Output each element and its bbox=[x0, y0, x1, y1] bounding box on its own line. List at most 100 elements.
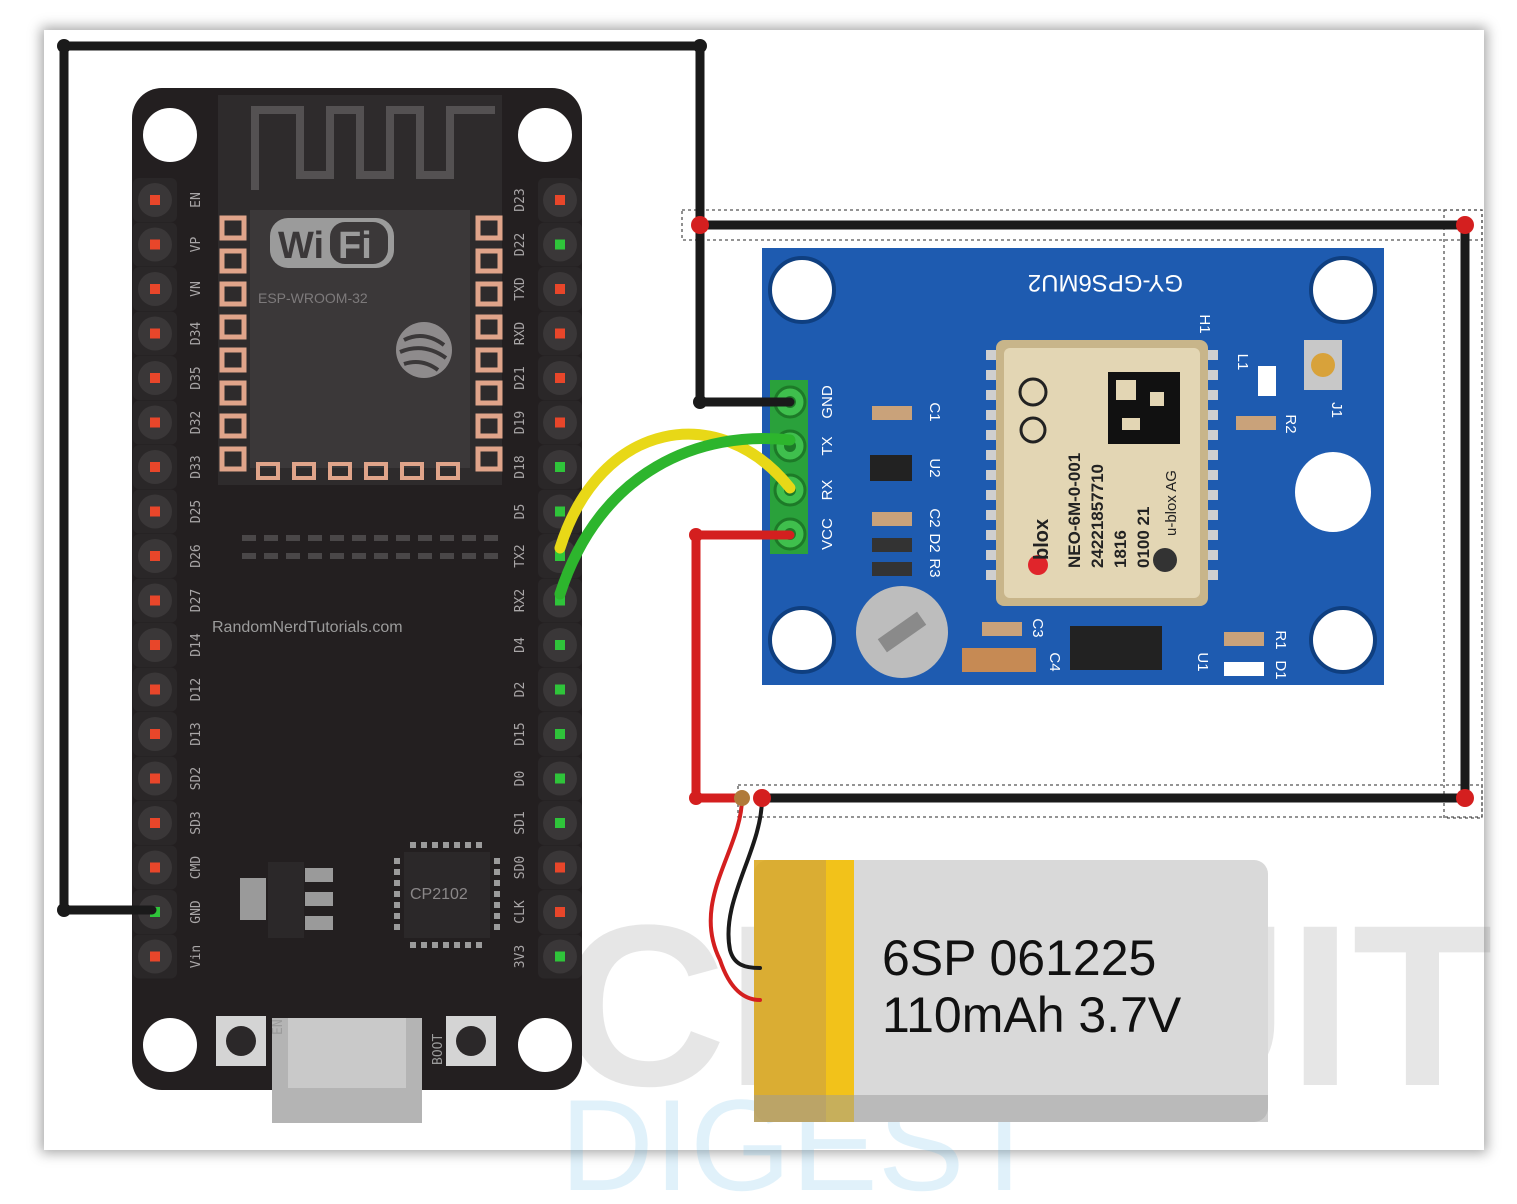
pin-d14[interactable] bbox=[150, 640, 160, 650]
module-side-pads bbox=[986, 350, 1218, 580]
pin-d27[interactable] bbox=[150, 595, 160, 606]
component-label-c2: C2 bbox=[926, 508, 943, 527]
pin-vp[interactable] bbox=[150, 239, 160, 250]
pin-d26[interactable] bbox=[150, 551, 160, 561]
pin-rx2[interactable] bbox=[555, 595, 565, 606]
component-label-l1: L1 bbox=[1234, 354, 1251, 371]
pin-label-rxd: RXD bbox=[513, 322, 528, 346]
pin-label-d13: D13 bbox=[189, 722, 204, 745]
pin-clk[interactable] bbox=[555, 907, 565, 917]
component-label-r1: R1 bbox=[1272, 630, 1289, 649]
mount-hole bbox=[768, 606, 836, 674]
pin-sd0[interactable] bbox=[555, 862, 565, 873]
pin-label-vin: Vin bbox=[189, 945, 204, 968]
pin-label-vn: VN bbox=[189, 281, 204, 297]
pin-d0[interactable] bbox=[555, 773, 565, 784]
pin-d21[interactable] bbox=[555, 373, 565, 383]
pin-cmd[interactable] bbox=[150, 862, 160, 873]
mount-hole bbox=[143, 108, 197, 162]
pin-d2[interactable] bbox=[555, 684, 565, 695]
site-label: RandomNerdTutorials.com bbox=[212, 619, 403, 636]
pin-sd1[interactable] bbox=[555, 818, 565, 828]
svg-text:CP2102: CP2102 bbox=[410, 886, 468, 903]
pin-d15[interactable] bbox=[555, 729, 565, 739]
gps-serial: 24221857710 bbox=[1088, 464, 1107, 568]
svg-text:Wi: Wi bbox=[278, 225, 324, 267]
pin-label-d14: D14 bbox=[189, 633, 204, 657]
en-button[interactable] bbox=[216, 1016, 266, 1066]
pin-label-d25: D25 bbox=[189, 500, 204, 523]
mount-hole bbox=[1309, 256, 1377, 324]
pin-label-d15: D15 bbox=[513, 722, 528, 745]
pin-label-clk: CLK bbox=[513, 900, 528, 924]
boot-button[interactable] bbox=[446, 1016, 496, 1066]
gps-module-name: NEO-6M-0-001 bbox=[1065, 453, 1084, 568]
vcc-wire bbox=[691, 530, 795, 803]
pin-label-sd1: SD1 bbox=[513, 811, 528, 834]
pin-rxd[interactable] bbox=[555, 328, 565, 339]
pin-sd3[interactable] bbox=[150, 818, 160, 828]
boot-button-label: BOOT bbox=[431, 1034, 446, 1065]
pin-txd[interactable] bbox=[555, 284, 565, 294]
battery-line2: 110mAh 3.7V bbox=[882, 987, 1182, 1043]
pin-d13[interactable] bbox=[150, 729, 160, 739]
component-label-d2: D2 bbox=[926, 533, 943, 552]
gnd-wire bbox=[59, 41, 795, 915]
pin-label-d27: D27 bbox=[189, 589, 204, 612]
pin-d35[interactable] bbox=[150, 373, 160, 383]
pin-label-d32: D32 bbox=[189, 411, 204, 434]
component-label-h1: H1 bbox=[1196, 314, 1213, 333]
pin-d12[interactable] bbox=[150, 684, 160, 695]
component-label-r2: R2 bbox=[1282, 414, 1299, 433]
mount-hole bbox=[768, 256, 836, 324]
pin-label-cmd: CMD bbox=[189, 856, 204, 880]
pin-en[interactable] bbox=[150, 195, 160, 205]
battery-tape-edge bbox=[826, 860, 854, 1122]
pin-d25[interactable] bbox=[150, 506, 160, 517]
pin-d4[interactable] bbox=[555, 640, 565, 650]
antenna-trace bbox=[251, 106, 495, 190]
pin-d18[interactable] bbox=[555, 462, 565, 472]
pin-label-d22: D22 bbox=[513, 233, 528, 256]
pin-d19[interactable] bbox=[555, 417, 565, 428]
rx2-wire bbox=[554, 433, 796, 600]
pin-d34[interactable] bbox=[150, 328, 160, 339]
gps-pin-label-gnd: GND bbox=[819, 385, 836, 419]
pin-label-d34: D34 bbox=[189, 322, 204, 346]
battery-line1: 6SP 061225 bbox=[882, 930, 1156, 986]
gps-pin-label-tx: TX bbox=[819, 436, 836, 455]
battery-red-lead bbox=[708, 796, 762, 1002]
pin-label-d26: D26 bbox=[189, 544, 204, 567]
pin-label-d5: D5 bbox=[513, 504, 528, 520]
left-pin-header: ENVPVND34D35D32D33D25D26D27D14D12D13SD2S… bbox=[133, 178, 204, 979]
pin-d22[interactable] bbox=[555, 239, 565, 250]
pin-d33[interactable] bbox=[150, 462, 160, 472]
component-label-u1: U1 bbox=[1194, 652, 1211, 671]
component-label-r3: R3 bbox=[926, 558, 943, 577]
pin-vn[interactable] bbox=[150, 284, 160, 294]
gps-components bbox=[856, 340, 1342, 678]
pin-3v3[interactable] bbox=[555, 951, 565, 962]
gps-date: 1816 bbox=[1111, 530, 1130, 568]
component-label-c1: C1 bbox=[926, 402, 943, 421]
pin-sd2[interactable] bbox=[150, 773, 160, 784]
pin-d5[interactable] bbox=[555, 506, 565, 517]
gnd-rail-wire bbox=[695, 220, 1470, 803]
usb-connector-face bbox=[288, 1018, 406, 1088]
pin-label-txd: TXD bbox=[513, 277, 528, 301]
battery-black-lead bbox=[726, 796, 764, 970]
pin-tx2[interactable] bbox=[555, 551, 565, 561]
pin-label-gnd: GND bbox=[189, 900, 204, 924]
pin-d32[interactable] bbox=[150, 417, 160, 428]
junctions bbox=[57, 39, 1474, 917]
gps-pin-label-vcc: VCC bbox=[819, 518, 836, 550]
component-label-j1: J1 bbox=[1328, 402, 1345, 418]
pin-vin[interactable] bbox=[150, 951, 160, 962]
gps-brand: blox bbox=[1031, 519, 1053, 560]
module-label: ESP-WROOM-32 bbox=[258, 290, 368, 306]
component-label-d1: D1 bbox=[1272, 660, 1289, 679]
pin-d23[interactable] bbox=[555, 195, 565, 205]
component-label-u2: U2 bbox=[926, 458, 943, 477]
